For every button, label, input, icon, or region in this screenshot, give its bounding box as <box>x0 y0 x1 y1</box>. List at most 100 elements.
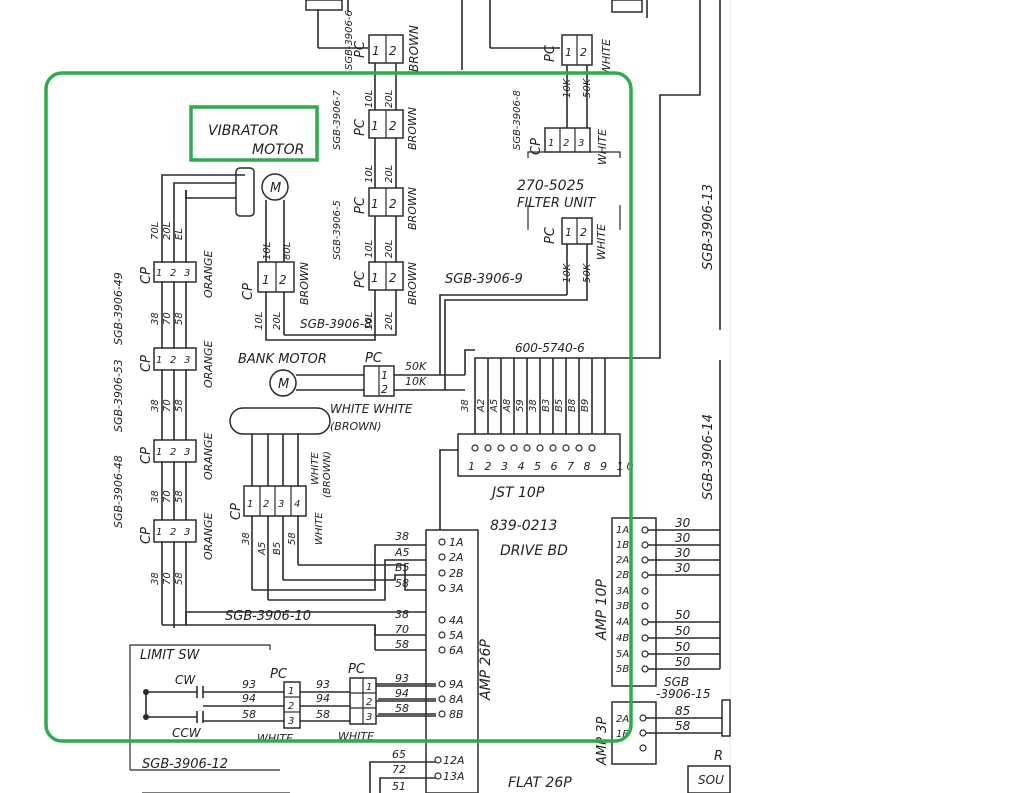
harness-jst: 600-5740-6 38 A2 A5 A8 59 38 B3 B5 B8 B9 <box>439 0 701 530</box>
svg-text:SGB-3906-5: SGB-3906-5 <box>332 200 343 260</box>
svg-text:58: 58 <box>242 708 256 721</box>
svg-text:2B: 2B <box>449 567 464 580</box>
svg-text:58: 58 <box>174 312 185 325</box>
svg-text:ORANGE: ORANGE <box>202 250 215 298</box>
svg-text:3B: 3B <box>616 601 629 612</box>
svg-text:WHITE: WHITE <box>257 732 293 745</box>
svg-text:10L: 10L <box>262 242 273 260</box>
svg-text:4A: 4A <box>616 617 629 628</box>
svg-text:PC: PC <box>353 270 368 288</box>
svg-text:CP: CP <box>529 138 544 155</box>
svg-text:SOU: SOU <box>698 773 724 787</box>
svg-text:2: 2 <box>389 271 397 285</box>
svg-text:1: 1 <box>548 138 554 149</box>
svg-text:PC: PC <box>365 351 383 366</box>
drive-bd-number: 839-0213 <box>490 518 557 534</box>
svg-text:38: 38 <box>395 608 409 621</box>
svg-text:10L: 10L <box>364 312 375 330</box>
svg-text:10K: 10K <box>562 77 573 98</box>
svg-text:38: 38 <box>460 399 471 412</box>
svg-text:2: 2 <box>563 138 569 149</box>
svg-text:65: 65 <box>392 748 406 761</box>
svg-text:4: 4 <box>294 499 300 510</box>
svg-text:PC: PC <box>353 196 368 214</box>
svg-text:SGB-3906-7: SGB-3906-7 <box>332 90 343 150</box>
left-orange-bundle: 1 2 3 1 2 3 1 2 3 1 2 3 CP CP CP CP 70L … <box>112 167 436 651</box>
limit-sw-label: LIMIT SW <box>140 648 200 663</box>
svg-text:94: 94 <box>395 687 409 700</box>
svg-text:1: 1 <box>381 369 388 382</box>
svg-text:8B: 8B <box>449 708 464 721</box>
svg-text:38: 38 <box>150 312 161 325</box>
svg-text:SGB-3906-8: SGB-3906-8 <box>300 317 372 331</box>
svg-text:70L: 70L <box>150 222 161 240</box>
svg-text:2: 2 <box>170 268 176 279</box>
pin-label: 1 <box>372 44 380 58</box>
amp-3p-connector: 2A 1B AMP 3P 85 58 R SOU <box>595 699 731 793</box>
svg-text:1: 1 <box>366 682 372 693</box>
svg-text:BROWN: BROWN <box>406 187 419 230</box>
filter-unit: 1 2 PC WHITE 10K 50K SGB-3906-8 1 2 3 CP… <box>439 34 621 390</box>
svg-text:SGB-3906-8: SGB-3906-8 <box>512 90 523 150</box>
svg-text:10L: 10L <box>364 165 375 183</box>
bank-motor-label: BANK MOTOR <box>238 352 327 367</box>
svg-text:CP: CP <box>241 283 256 300</box>
svg-text:A5: A5 <box>257 542 268 556</box>
svg-text:38: 38 <box>395 530 409 543</box>
svg-text:5B: 5B <box>616 664 629 675</box>
svg-text:10L: 10L <box>254 312 265 330</box>
vibrator-motor-label: VIBRATOR <box>208 123 279 139</box>
bank-motor: BANK MOTOR M 1 2 PC WHITE WHITE 50K 10K <box>238 349 475 416</box>
svg-text:93: 93 <box>242 678 256 691</box>
svg-text:3: 3 <box>288 716 294 727</box>
svg-text:10K: 10K <box>562 262 573 283</box>
svg-text:WHITE WHITE: WHITE WHITE <box>330 402 413 416</box>
svg-text:50: 50 <box>675 608 691 622</box>
svg-text:CCW: CCW <box>172 726 202 740</box>
svg-text:B5: B5 <box>395 561 410 574</box>
svg-text:PC: PC <box>270 667 288 682</box>
svg-text:70: 70 <box>162 312 173 325</box>
svg-text:8A: 8A <box>449 693 464 706</box>
svg-text:M: M <box>278 377 289 392</box>
svg-text:38: 38 <box>150 399 161 412</box>
svg-text:80L: 80L <box>282 242 293 260</box>
svg-text:PC: PC <box>353 118 368 136</box>
svg-text:CP: CP <box>139 267 154 284</box>
svg-text:3A: 3A <box>449 582 464 595</box>
svg-text:CP: CP <box>139 447 154 464</box>
svg-text:20L: 20L <box>384 165 395 183</box>
svg-text:1: 1 <box>262 273 270 287</box>
svg-text:1A: 1A <box>449 536 464 549</box>
svg-text:93: 93 <box>316 678 330 691</box>
svg-text:58: 58 <box>174 572 185 585</box>
cable-9-label: SGB-3906-9 <box>445 272 523 287</box>
svg-text:BROWN: BROWN <box>406 262 419 305</box>
svg-text:1A: 1A <box>616 525 629 536</box>
amp-26p-connector: 1A 2A 2B 3A 4A 5A 6A 9A 8A 8B 12A 13A AM… <box>350 529 494 793</box>
svg-text:38: 38 <box>150 572 161 585</box>
svg-text:1B: 1B <box>616 540 629 551</box>
svg-text:58: 58 <box>316 708 330 721</box>
svg-text:5A: 5A <box>616 649 629 660</box>
svg-text:58: 58 <box>174 399 185 412</box>
svg-text:-3906-15: -3906-15 <box>656 687 710 701</box>
svg-text:94: 94 <box>316 692 330 705</box>
vibrator-motor: M 1 2 CP 10L 80L BROWN 10L 20L SGB-3906-… <box>241 173 397 341</box>
svg-text:SGB-3906-6: SGB-3906-6 <box>344 10 355 70</box>
svg-text:2: 2 <box>263 499 269 510</box>
svg-text:PC: PC <box>543 44 558 62</box>
svg-text:R: R <box>714 749 723 764</box>
svg-text:3: 3 <box>184 447 190 458</box>
drive-bd-name: DRIVE BD <box>500 543 568 559</box>
cable-13-label: SGB-3906-13 <box>701 184 716 270</box>
jst-10p-label: JST 10P <box>489 485 545 501</box>
svg-text:1: 1 <box>371 197 379 211</box>
svg-text:93: 93 <box>395 672 409 685</box>
svg-text:1: 1 <box>156 447 162 458</box>
svg-text:72: 72 <box>392 763 406 776</box>
svg-text:70: 70 <box>162 572 173 585</box>
vibrator-motor-callout <box>189 105 319 162</box>
svg-text:2: 2 <box>389 119 397 133</box>
svg-text:1: 1 <box>156 268 162 279</box>
